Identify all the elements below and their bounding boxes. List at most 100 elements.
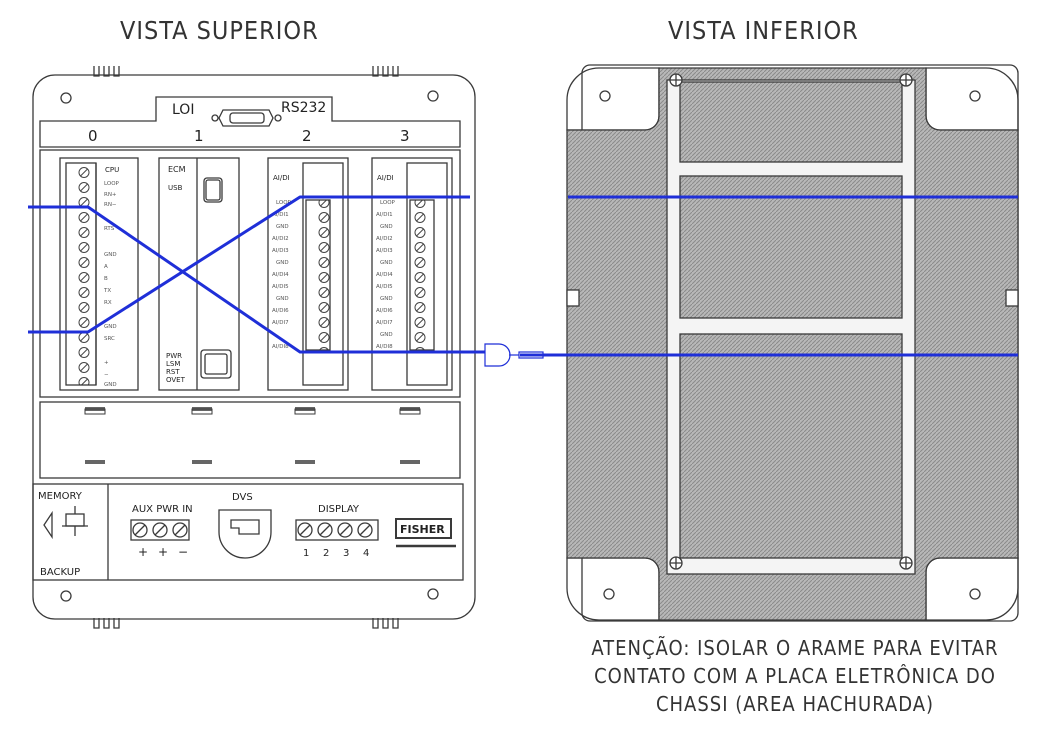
mount-hole: [427, 588, 439, 600]
hatched-panel-2: [679, 175, 903, 319]
top-view-title: VISTA SUPERIOR: [120, 16, 319, 45]
display-num-4: 4: [363, 548, 369, 559]
bottom-left-tabs: [93, 618, 120, 629]
dvs-label: DVS: [232, 492, 253, 503]
svg-text:AI/DI3: AI/DI3: [272, 248, 289, 254]
aux-sign-2: +: [158, 545, 168, 559]
housing-outline: [32, 74, 476, 620]
svg-text:GND: GND: [380, 224, 393, 230]
note-line-3: CHASSI (AREA HACHURADA): [655, 692, 935, 716]
mount-hole: [60, 92, 72, 104]
bottom-right-tabs: [372, 618, 399, 629]
wires: [28, 195, 1018, 357]
corner-boss-tl: [566, 67, 660, 131]
bottom-view-title: VISTA INFERIOR: [668, 16, 859, 45]
svg-text:AI/DI5: AI/DI5: [376, 284, 393, 290]
slot-num-1: 1: [194, 127, 204, 145]
mount-hole: [969, 90, 981, 102]
side-clip-right: [1005, 289, 1019, 307]
svg-text:GND: GND: [380, 260, 393, 266]
aux-pwr-terminals: [130, 519, 190, 541]
bottom-housing-outline: [581, 64, 1019, 622]
ethernet-port: [200, 349, 232, 379]
bottom-view: [566, 64, 1019, 622]
rs232-label: RS232: [281, 100, 326, 116]
memory-label: MEMORY: [38, 491, 83, 502]
module-2: [267, 157, 349, 391]
db9-connector: [211, 109, 282, 127]
corner-boss-bl: [566, 557, 660, 621]
module-row-frame: [39, 149, 461, 398]
slot-num-0: 0: [88, 127, 98, 145]
svg-text:RN+: RN+: [104, 192, 117, 198]
note-line-1: ATENÇÃO: ISOLAR O ARAME PARA EVITAR: [591, 636, 999, 660]
module-3: [371, 157, 453, 391]
memory-switch-arrow: [43, 510, 53, 540]
svg-text:GND: GND: [380, 332, 393, 338]
svg-text:AI/DI4: AI/DI4: [272, 272, 289, 278]
svg-text:RTS: RTS: [104, 226, 115, 232]
aux-pwr-in-label: AUX PWR IN: [132, 504, 193, 515]
display-num-2: 2: [323, 548, 329, 559]
slot-num-2: 2: [302, 127, 312, 145]
fisher-brand: FISHER: [400, 523, 445, 536]
svg-text:+: +: [104, 360, 109, 366]
module-2-terminal-block: [305, 199, 331, 351]
mount-hole: [603, 588, 615, 600]
svg-text:AI/DI7: AI/DI7: [376, 320, 393, 326]
module-3-terminal-block: [409, 199, 435, 351]
backup-label: BACKUP: [40, 567, 80, 578]
corner-boss-br: [925, 557, 1019, 621]
svg-text:LOOP: LOOP: [380, 200, 396, 206]
panel-labels: MEMORY BACKUP AUX PWR IN + + − DVS DISPL…: [38, 491, 445, 578]
slot-labels: LOI RS232 0 1 2 3: [88, 100, 410, 145]
mount-hole: [60, 590, 72, 602]
hatched-panel-3: [679, 333, 903, 559]
module-3-label: AI/DI: [377, 174, 394, 182]
fisher-badge: [395, 518, 452, 539]
module-1-lsm-label: LSM: [166, 360, 180, 368]
svg-text:AI/DI1: AI/DI1: [376, 212, 393, 218]
svg-text:AI/DI2: AI/DI2: [272, 236, 289, 242]
svg-text:AI/DI5: AI/DI5: [272, 284, 289, 290]
svg-text:RN−: RN−: [104, 202, 117, 208]
svg-text:LOOP: LOOP: [104, 181, 120, 187]
mount-hole: [969, 588, 981, 600]
top-right-tabs: [372, 66, 399, 77]
module-1-label: ECM: [168, 165, 186, 174]
svg-text:SRC: SRC: [104, 336, 115, 342]
svg-text:B: B: [104, 276, 108, 282]
module-1-pwr-label: PWR: [166, 352, 182, 360]
aux-sign-1: +: [138, 545, 148, 559]
dvs-connector: [218, 509, 272, 559]
svg-text:RX: RX: [104, 300, 112, 306]
svg-text:AI/DI8: AI/DI8: [376, 344, 393, 350]
module-small-labels: CPU ECM USB PWR LSM RST OVET AI/DI AI/DI…: [103, 165, 396, 388]
svg-text:GND: GND: [276, 260, 289, 266]
loi-label: LOI: [172, 102, 194, 118]
svg-text:−: −: [104, 372, 109, 378]
aux-sign-3: −: [178, 545, 188, 559]
top-view: [32, 66, 476, 629]
wire-upper-left: [28, 195, 470, 334]
wire-lower: [28, 205, 485, 354]
svg-text:TX: TX: [103, 288, 111, 294]
module-0: [59, 157, 139, 391]
svg-text:AI/DI6: AI/DI6: [272, 308, 289, 314]
mount-hole: [427, 90, 439, 102]
svg-text:AI/DI1: AI/DI1: [272, 212, 289, 218]
module-0-label: CPU: [105, 166, 119, 174]
svg-text:GND: GND: [276, 296, 289, 302]
svg-text:A: A: [104, 264, 108, 270]
svg-text:AI/DI4: AI/DI4: [376, 272, 393, 278]
control-panel: [32, 483, 464, 581]
note-line-2: CONTATO COM A PLACA ELETRÔNICA DO: [594, 664, 996, 688]
svg-text:GND: GND: [276, 224, 289, 230]
display-num-1: 1: [303, 548, 309, 559]
svg-text:GND: GND: [104, 382, 117, 388]
hatched-panel-1: [679, 81, 903, 163]
module-1: [158, 157, 240, 391]
svg-text:GND: GND: [104, 324, 117, 330]
top-left-tabs: [93, 66, 120, 77]
